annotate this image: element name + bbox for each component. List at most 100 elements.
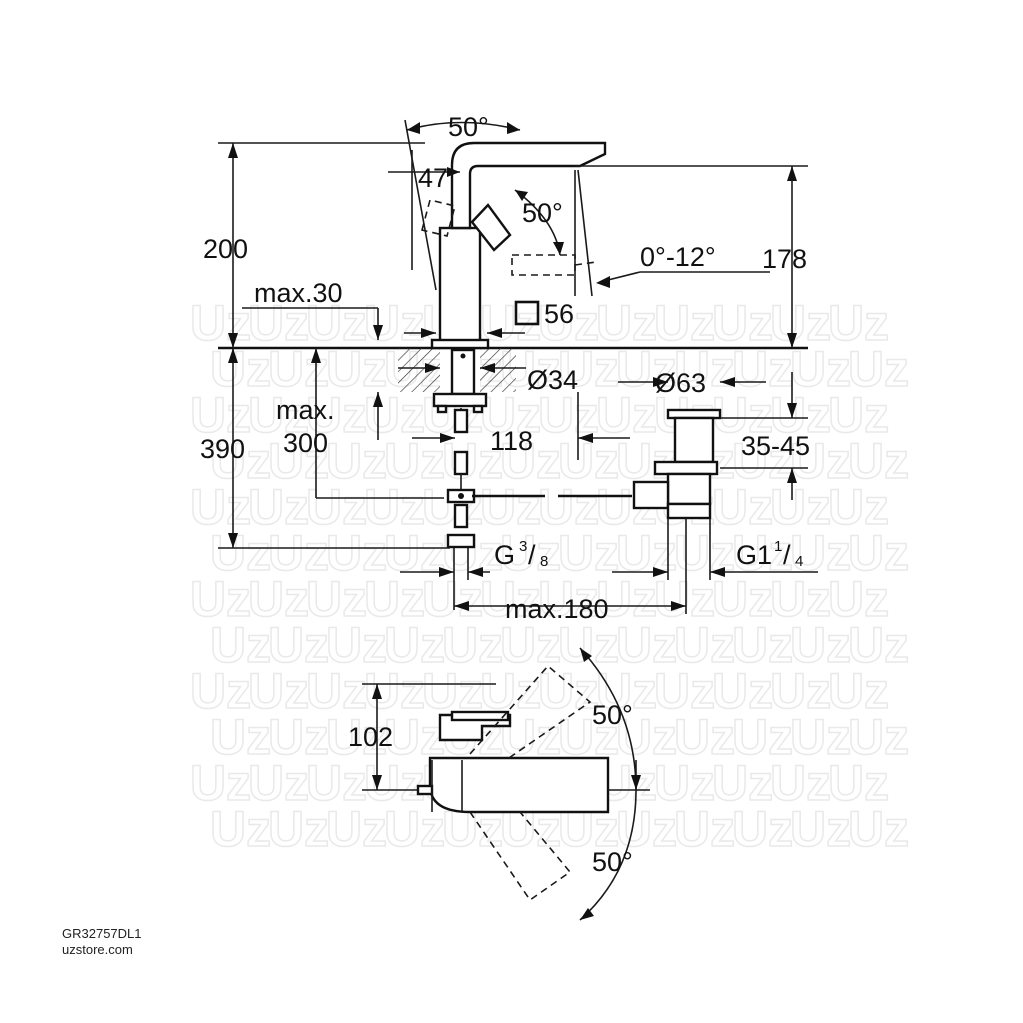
watermark-text: Uz [384, 801, 445, 857]
watermark-text: Uz [326, 433, 387, 489]
watermark-text: Uz [538, 663, 599, 719]
watermark-text: Uz [732, 433, 793, 489]
dim-connection-left-den: 8 [540, 553, 548, 570]
watermark-text: Uz [190, 571, 251, 627]
watermark-text: Uz [790, 709, 851, 765]
watermark-text: Uz [422, 479, 483, 535]
tap-spout [450, 141, 607, 230]
lever-position-back [421, 199, 456, 237]
dim-base-square: 56 [544, 299, 574, 329]
watermark-text: Uz [770, 571, 831, 627]
watermark-text: Uz [190, 479, 251, 535]
watermark-text: Uz [190, 295, 251, 351]
watermark-text: Uz [790, 801, 851, 857]
watermark-text: Uz [306, 755, 367, 811]
product-code: GR32757DL1 [62, 926, 142, 941]
watermark-text: Uz [538, 479, 599, 535]
watermark-text: Uz [248, 755, 309, 811]
watermark-text: Uz [828, 295, 889, 351]
watermark-text: Uz [210, 341, 271, 397]
plan-lever-down [469, 811, 572, 902]
watermark-text: Uz [268, 617, 329, 673]
watermark-text: Uz [596, 295, 657, 351]
watermark-text: Uz [306, 571, 367, 627]
dim-connection-right-base: G1 [736, 540, 772, 570]
watermark-text: Uz [480, 479, 541, 535]
watermark-text: Uz [616, 617, 677, 673]
watermark-text: Uz [364, 387, 425, 443]
dim-spout-height: 178 [762, 244, 807, 274]
watermark-text: Uz [674, 709, 735, 765]
watermark-text: Uz [732, 709, 793, 765]
dim-hole-diameter: Ø34 [527, 365, 578, 395]
dim-pipe-distance: 118 [490, 426, 533, 456]
watermark-text: Uz [828, 663, 889, 719]
watermark-text: Uz [210, 433, 271, 489]
watermark-text: Uz [364, 663, 425, 719]
watermark-text: Uz [712, 479, 773, 535]
watermark-text: Uz [732, 801, 793, 857]
watermark-text: Uz [848, 525, 909, 581]
dim-max-deck: max.30 [254, 278, 343, 308]
watermark-text: Uz [558, 341, 619, 397]
watermark-text: Uz [770, 755, 831, 811]
watermark-text: Uz [268, 709, 329, 765]
watermark-text: Uz [654, 755, 715, 811]
watermark-text: Uz [480, 571, 541, 627]
flex-hose [446, 408, 476, 549]
svg-text:/: / [783, 540, 791, 570]
watermark-text: Uz [500, 617, 561, 673]
dim-lever-angle-top: 50° [448, 112, 489, 142]
site-url: uzstore.com [62, 942, 133, 957]
watermark-text: Uz [654, 663, 715, 719]
watermark-text: Uz [442, 433, 503, 489]
dim-spout-tilt: 0°-12° [640, 242, 716, 272]
dim-handle-offset: 47 [418, 163, 448, 193]
dim-below-height: 390 [200, 434, 245, 464]
dim-lever-angle-side: 50° [522, 198, 563, 228]
watermark-text: Uz [190, 663, 251, 719]
dim-waste-height: 35-45 [741, 431, 810, 461]
watermark-text: Uz [190, 387, 251, 443]
watermark-text: Uz [732, 341, 793, 397]
watermark-text: Uz [674, 341, 735, 397]
watermark-text: Uz [480, 387, 541, 443]
watermark-text: Uz [848, 801, 909, 857]
watermark-text: Uz [732, 617, 793, 673]
watermark-text: Uz [268, 801, 329, 857]
watermark-text: Uz [558, 433, 619, 489]
watermark-text: Uz [674, 617, 735, 673]
watermark-text: Uz [326, 801, 387, 857]
dim-total-height: 200 [203, 234, 248, 264]
plan-lever-up [469, 664, 592, 761]
watermark-text: Uz [596, 571, 657, 627]
dim-max-depth-bottom: 300 [283, 428, 328, 458]
tap-base [430, 338, 490, 350]
watermark-text: Uz [364, 479, 425, 535]
elevation-view: 200 178 50° 47 50° 0°-12° [200, 112, 818, 624]
watermark-text: Uz [190, 755, 251, 811]
tap-lever [470, 203, 512, 252]
watermark-text: Uz [848, 433, 909, 489]
watermark-text: Uz [616, 709, 677, 765]
watermark-text: Uz [248, 295, 309, 351]
watermark-text: Uz [500, 525, 561, 581]
waste-drain [632, 408, 722, 520]
watermark-text: Uz [828, 571, 889, 627]
watermark-text: Uz [210, 525, 271, 581]
watermark-text: Uz [848, 709, 909, 765]
watermark-text: Uz [210, 801, 271, 857]
dim-connection-right-den: 4 [795, 553, 803, 570]
watermark-text: Uz [248, 387, 309, 443]
watermark-text: Uz [790, 617, 851, 673]
square-symbol [514, 300, 540, 326]
watermark-text: Uz [712, 571, 773, 627]
watermark-text: Uz [538, 571, 599, 627]
watermark-text: Uz [538, 387, 599, 443]
plan-spout [428, 756, 610, 814]
watermark-text: Uz [326, 525, 387, 581]
watermark-text: Uz [828, 755, 889, 811]
watermark-text: Uz [712, 387, 773, 443]
